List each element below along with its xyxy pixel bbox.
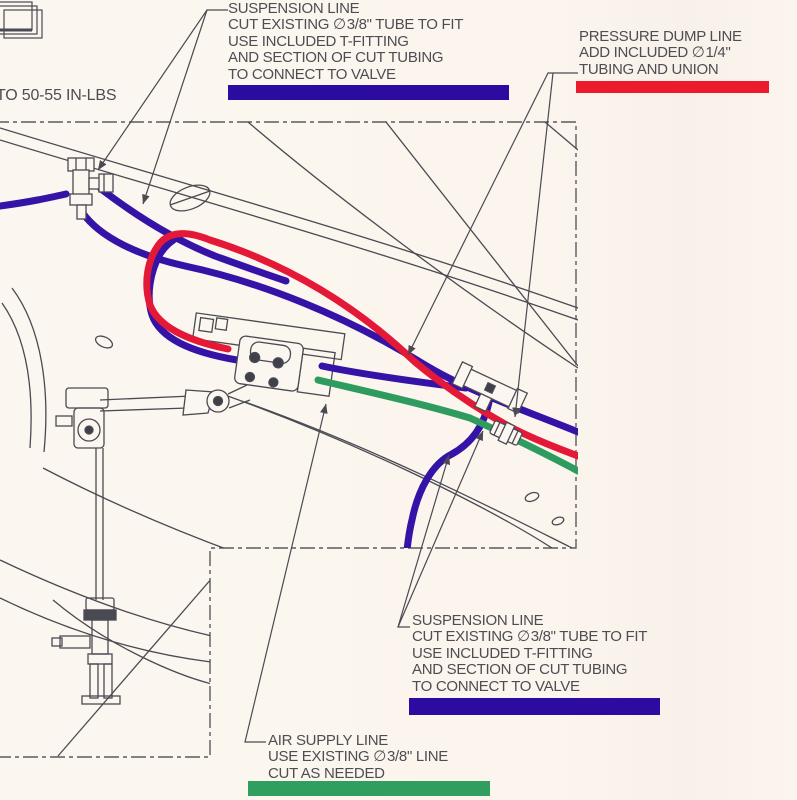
height-control-linkage: [51, 387, 193, 705]
fittings: [67, 157, 529, 446]
annotation-line: SUSPENSION LINE: [228, 0, 360, 17]
annotation-line: CUT EXISTING ∅ 3/8" TUBE TO FIT: [228, 16, 464, 34]
annotation-line: ADD INCLUDED ∅ 1/4": [579, 44, 731, 62]
frame-hole: [169, 184, 211, 212]
pressure-dump-color-bar: [576, 81, 769, 93]
annotation-line: TUBING AND UNION: [579, 60, 719, 78]
tubing: [0, 185, 578, 554]
annotation-line: AND SECTION OF CUT TUBING: [228, 49, 444, 67]
pressure-dump-line-tube: [143, 230, 578, 460]
annotation-line: USE INCLUDED T-FITTING: [412, 644, 593, 662]
annotation-line: USE INCLUDED T-FITTING: [228, 32, 409, 50]
annotation-line: CUT EXISTING ∅ 3/8" TUBE TO FIT: [412, 628, 648, 646]
annotation-suspension-top: SUSPENSION LINE CUT EXISTING ∅ 3/8" TUBE…: [228, 0, 464, 83]
leveling-valve: [234, 335, 304, 392]
annotation-pressure-dump: PRESSURE DUMP LINE ADD INCLUDED ∅ 1/4" T…: [579, 28, 742, 78]
air-supply-color-bar: [248, 781, 490, 796]
annotation-line: AIR SUPPLY LINE: [268, 732, 388, 749]
annotation-line: USE EXISTING ∅ 3/8" LINE: [268, 748, 448, 766]
air-supply-line-tube: [314, 376, 578, 475]
t-fitting-right: [451, 361, 529, 415]
leader-lines: [97, 9, 578, 743]
annotation-line: PRESSURE DUMP LINE: [579, 28, 742, 45]
annotation-line: TO CONNECT TO VALVE: [412, 677, 580, 695]
annotation-line: SUSPENSION LINE: [412, 612, 544, 629]
annotation-line: AND SECTION OF CUT TUBING: [412, 661, 628, 679]
suspension-color-bar-top: [228, 85, 509, 100]
bracket-part: [0, 1, 43, 39]
detail-view-border: [0, 121, 577, 758]
t-fitting-left: [67, 157, 114, 220]
annotation-air-supply: AIR SUPPLY LINE USE EXISTING ∅ 3/8" LINE…: [268, 732, 448, 782]
annotation-line: TO CONNECT TO VALVE: [228, 65, 396, 83]
union-fitting: [489, 420, 523, 446]
valve-lever: [182, 384, 251, 416]
suspension-color-bar-mid: [409, 698, 660, 715]
torque-note: TO 50-55 IN-LBS: [0, 87, 117, 104]
chassis-lines: [0, 121, 578, 757]
annotation-suspension-mid: SUSPENSION LINE CUT EXISTING ∅ 3/8" TUBE…: [412, 612, 648, 695]
annotation-line: CUT AS NEEDED: [268, 764, 385, 782]
